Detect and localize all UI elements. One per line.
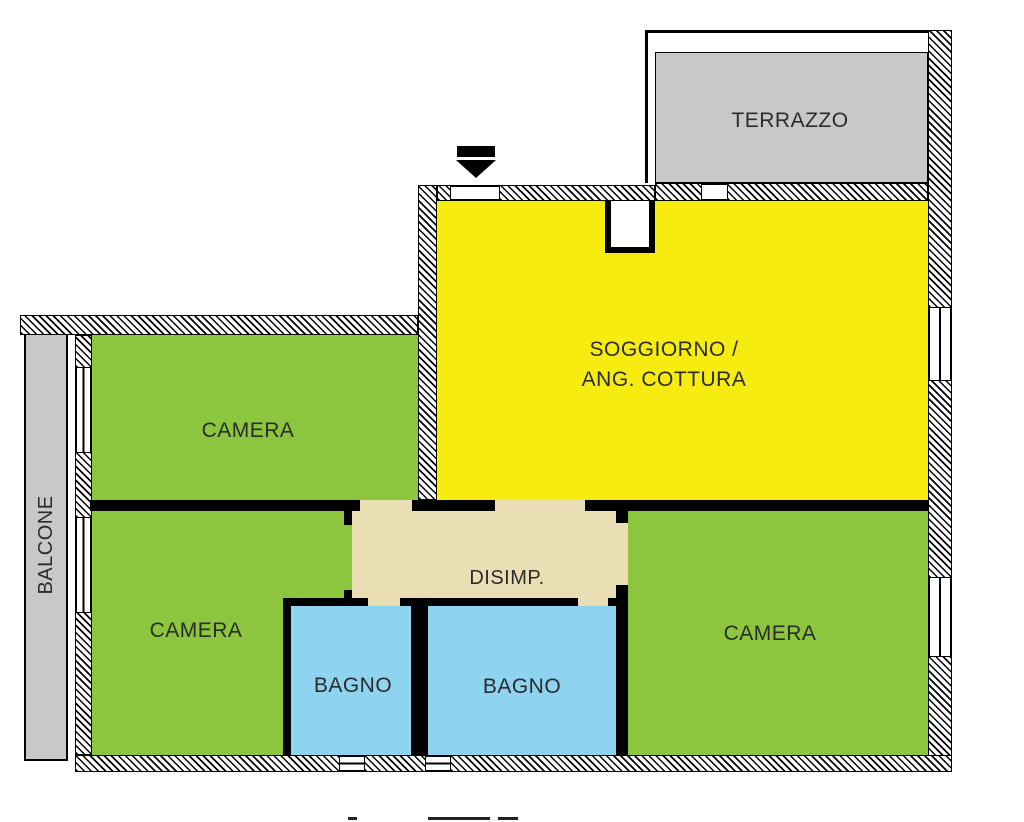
wall-band-right [585, 500, 928, 511]
wall-bagno-right-top-a [428, 598, 578, 606]
wall-bagno-right-top-b [608, 598, 616, 606]
soggiorno-room [437, 201, 928, 500]
terrace-railing-top [645, 30, 952, 33]
wall-bagno-left-top-a [291, 598, 368, 606]
wall-hall-left-a [344, 511, 352, 525]
entrance-door-opening [451, 185, 499, 201]
balcony-door-lower [75, 518, 92, 612]
camera-left-room [92, 511, 352, 606]
room-label-disimpegno: DISIMP. [469, 567, 545, 589]
wall-bagno-left-top-b [400, 598, 411, 606]
wall-right-middle [928, 380, 952, 578]
wall-entry-right [499, 185, 655, 201]
room-label-soggiorno-line2: ANG. COTTURA [581, 368, 747, 391]
terrazzo-area [655, 52, 928, 183]
camera-left-room-lower [92, 606, 283, 755]
terrace-railing-left [645, 30, 648, 183]
window-bottom-right [426, 755, 450, 772]
room-label-camera-top: CAMERA [201, 419, 295, 442]
balcony-door-upper [75, 368, 92, 452]
room-label-soggiorno-line1: SOGGIORNO / [589, 338, 739, 361]
camera-right-room [628, 511, 928, 755]
wall-left-upper [75, 335, 92, 368]
wall-left-middle [75, 452, 92, 518]
bagno-right-room [428, 606, 628, 755]
wall-band-left [90, 500, 360, 511]
wall-band-center [412, 500, 495, 511]
disimpegno-hall [352, 500, 628, 606]
wall-bagno-left-side [283, 598, 291, 755]
balcone-area [24, 333, 68, 761]
room-label-balcone: BALCONE [35, 495, 57, 595]
entrance-arrow-icon [457, 146, 495, 157]
dimension-line-fragment [348, 817, 357, 820]
window-bottom-left [340, 755, 364, 772]
wall-terrace-left [655, 183, 702, 201]
wall-right-upper [928, 30, 952, 308]
room-label-terrazzo: TERRAZZO [731, 109, 849, 132]
dimension-line-fragment [498, 817, 518, 820]
room-label-soggiorno: SOGGIORNO / ANG. COTTURA [582, 335, 747, 395]
wall-terrace-right [727, 183, 928, 201]
wall-between-bagni [411, 598, 428, 755]
wall-hall-right-a [616, 511, 628, 523]
room-label-camera-left: CAMERA [149, 619, 243, 642]
room-label-camera-right: CAMERA [723, 622, 817, 645]
wall-top-left [20, 315, 418, 335]
terrace-door-opening [702, 183, 727, 201]
window-right-upper [928, 308, 952, 380]
wall-bottom-middle [364, 755, 426, 772]
window-right-lower [928, 578, 952, 656]
wall-hall-right-b [616, 585, 628, 755]
wall-right-lower [928, 656, 952, 772]
wall-entry-stub [437, 185, 451, 201]
room-label-bagno-left: BAGNO [313, 674, 393, 697]
room-label-bagno-right: BAGNO [482, 675, 562, 698]
camera-top-room [92, 335, 418, 500]
structural-niche [605, 201, 655, 253]
entrance-arrow-tip-icon [456, 160, 496, 178]
bagno-left-room [291, 606, 411, 755]
dimension-line-fragment [428, 817, 490, 820]
wall-bottom-left [75, 755, 340, 772]
wall-left-lower [75, 612, 92, 755]
wall-entry-column [418, 185, 437, 500]
wall-bottom-right [450, 755, 952, 772]
